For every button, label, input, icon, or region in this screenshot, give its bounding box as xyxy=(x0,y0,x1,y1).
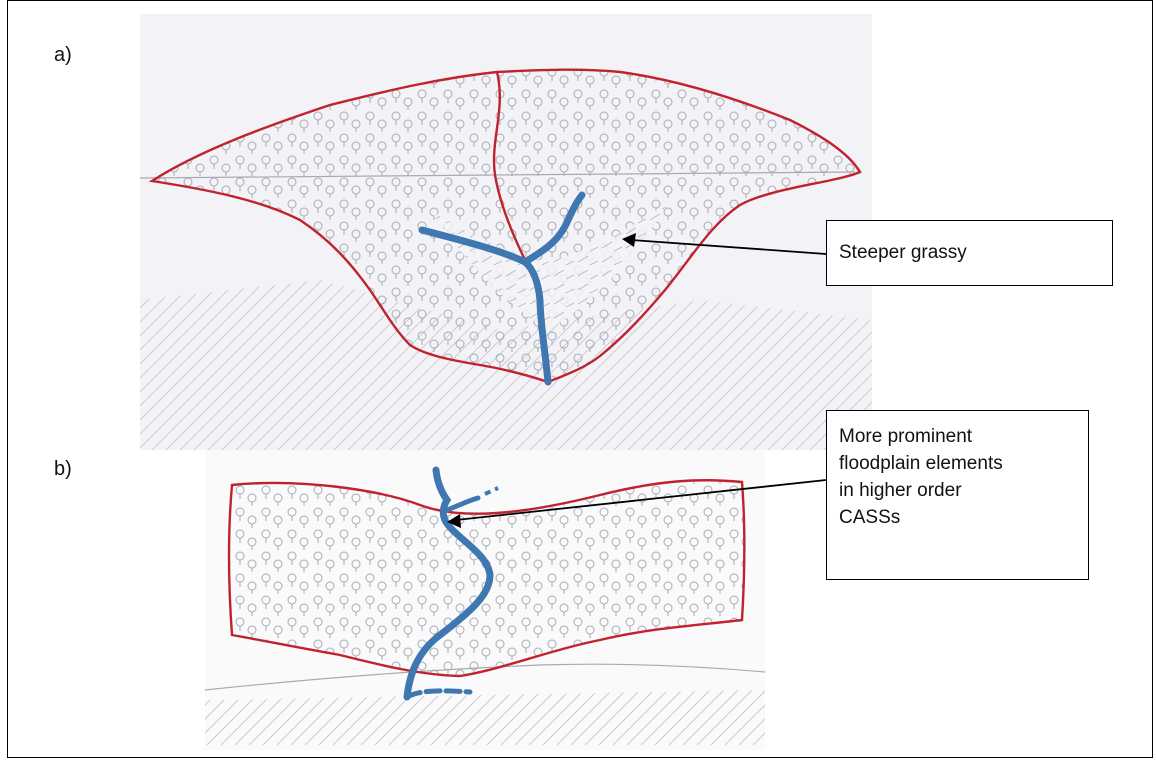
panel-b-label: b) xyxy=(54,458,72,481)
callout-text-line-4: CASSs xyxy=(839,504,1076,531)
callout-text-line-3: in higher order xyxy=(839,477,1076,504)
callout-box-steeper-grassy: Steeper grassy xyxy=(826,220,1113,286)
callout-text-line-1: More prominent xyxy=(839,423,1076,450)
callout-text-line-2: floodplain elements xyxy=(839,450,1076,477)
panel-a-sketch xyxy=(140,14,872,450)
callout-box-floodplain: More prominent floodplain elements in hi… xyxy=(826,410,1089,580)
panel-a-label: a) xyxy=(54,44,72,67)
callout-text: Steeper grassy xyxy=(839,239,1100,266)
